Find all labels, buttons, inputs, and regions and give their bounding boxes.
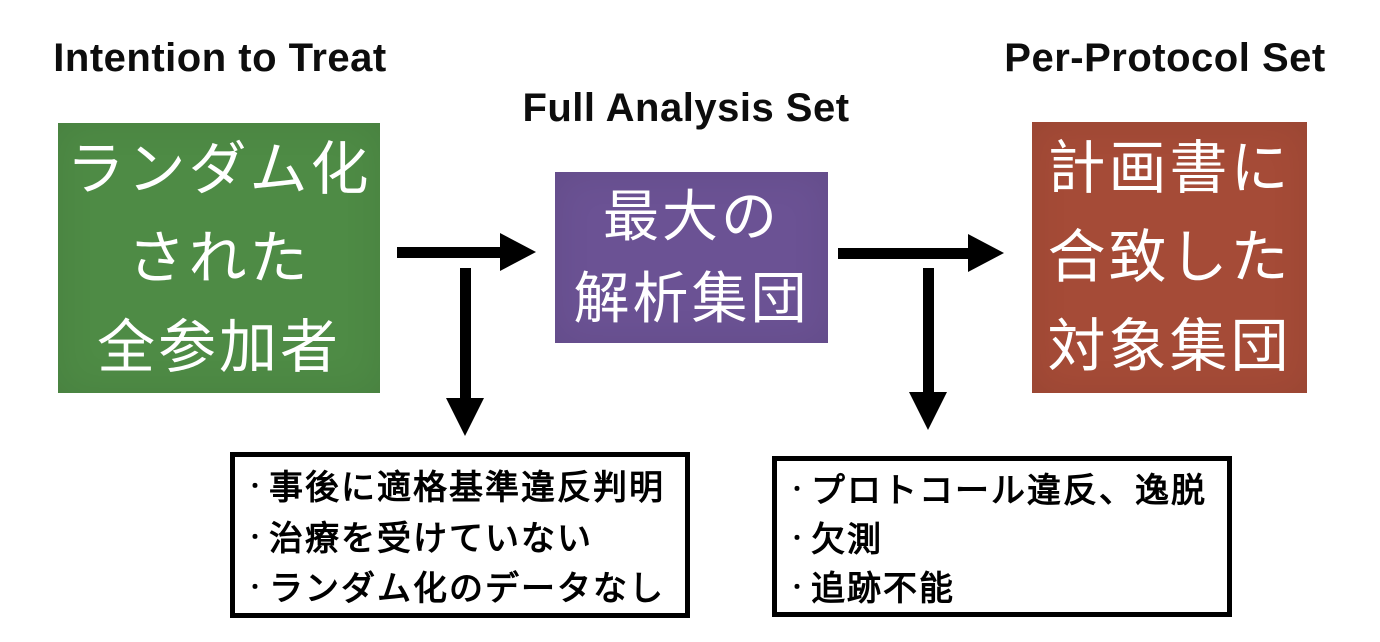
box-line: された bbox=[127, 225, 311, 291]
arrow-head-right-icon bbox=[500, 233, 536, 271]
arrow-shaft bbox=[923, 268, 934, 394]
list-item-label: ランダム化のデータなし bbox=[269, 569, 665, 608]
box-line: 解析集団 bbox=[573, 266, 810, 330]
list-item: ・ 欠測 bbox=[787, 512, 1223, 561]
heading-per-protocol-set: Per-Protocol Set bbox=[1004, 36, 1326, 80]
list-item: ・ 治療を受けていない bbox=[245, 511, 681, 560]
arrow-shaft bbox=[460, 268, 471, 400]
box-line: ランダム化 bbox=[66, 136, 372, 202]
arrow-head-right-icon bbox=[968, 234, 1004, 272]
bullet-icon: ・ bbox=[245, 576, 265, 599]
box-line: 合致した bbox=[1047, 225, 1292, 290]
heading-full-analysis-set: Full Analysis Set bbox=[522, 86, 850, 130]
pps-exclusions-list: ・ プロトコール違反、逸脱 ・ 欠測 ・ 追跡不能 bbox=[772, 456, 1232, 617]
list-item-label: 治療を受けていない bbox=[269, 519, 593, 558]
bullet-icon: ・ bbox=[245, 526, 265, 549]
arrow-shaft bbox=[838, 248, 969, 259]
list-item-label: 欠測 bbox=[811, 521, 883, 559]
bullet-icon: ・ bbox=[245, 476, 265, 499]
list-item: ・ プロトコール違反、逸脱 bbox=[787, 463, 1223, 512]
arrow-head-down-icon bbox=[446, 398, 484, 436]
arrow-head-down-icon bbox=[909, 392, 947, 430]
box-full-analysis-set: 最大の 解析集団 bbox=[555, 172, 828, 343]
bullet-icon: ・ bbox=[787, 577, 807, 599]
bullet-icon: ・ bbox=[787, 479, 807, 501]
list-item: ・ ランダム化のデータなし bbox=[245, 561, 681, 610]
box-per-protocol-population: 計画書に 合致した 対象集団 bbox=[1032, 122, 1307, 393]
list-item-label: プロトコール違反、逸脱 bbox=[811, 472, 1207, 510]
box-randomized-participants: ランダム化 された 全参加者 bbox=[58, 123, 380, 393]
bullet-icon: ・ bbox=[787, 528, 807, 550]
arrow-shaft bbox=[397, 247, 501, 258]
box-line: 全参加者 bbox=[96, 314, 341, 380]
list-item-label: 事後に適格基準違反判明 bbox=[269, 469, 665, 508]
box-line: 計画書に bbox=[1047, 136, 1292, 201]
list-item-label: 追跡不能 bbox=[811, 570, 955, 608]
heading-intention-to-treat: Intention to Treat bbox=[53, 36, 387, 80]
list-item: ・ 事後に適格基準違反判明 bbox=[245, 460, 681, 509]
box-line: 対象集団 bbox=[1047, 314, 1292, 379]
list-item: ・ 追跡不能 bbox=[787, 561, 1223, 610]
box-line: 最大の bbox=[603, 184, 780, 248]
fas-exclusions-list: ・ 事後に適格基準違反判明 ・ 治療を受けていない ・ ランダム化のデータなし bbox=[230, 452, 690, 618]
